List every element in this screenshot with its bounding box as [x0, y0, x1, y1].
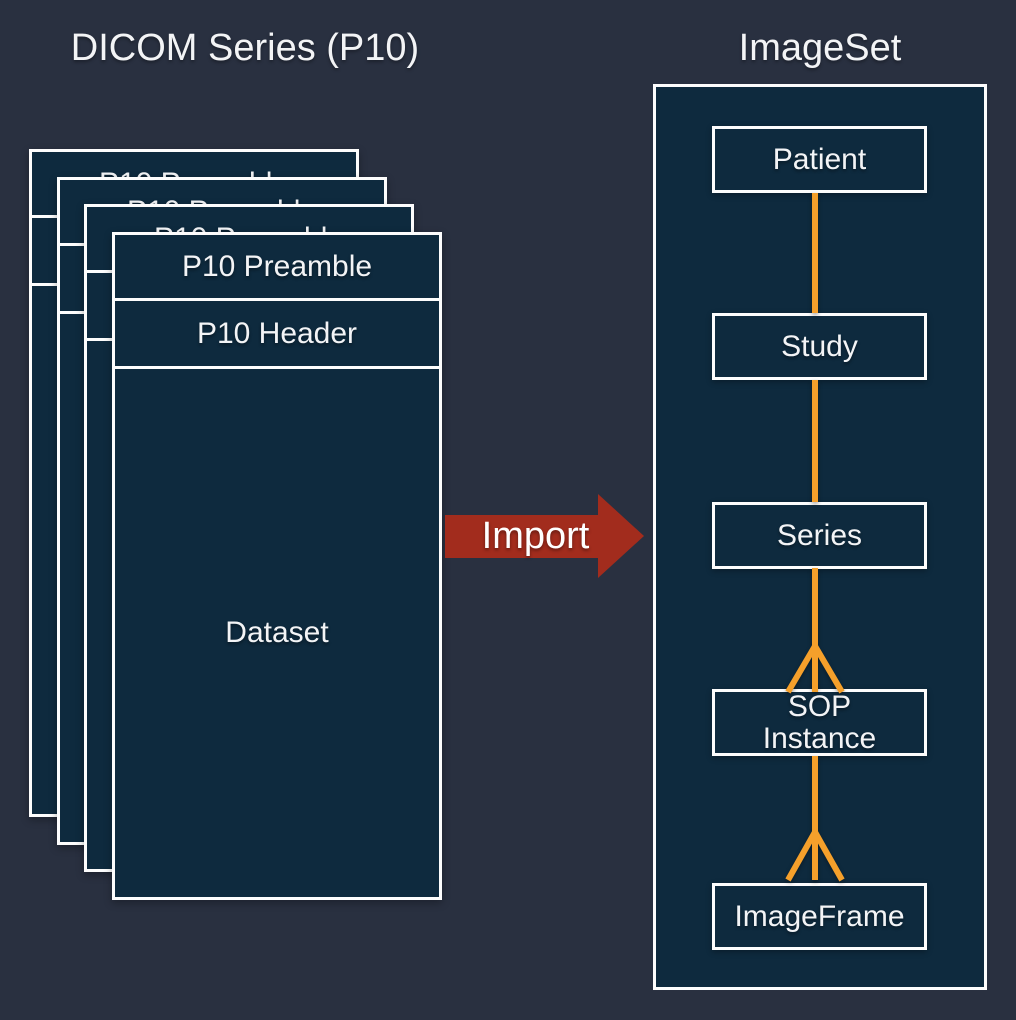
- import-arrowhead-icon: [598, 494, 644, 578]
- entity-label-series: Series: [776, 518, 863, 552]
- import-arrow-body: Import: [445, 515, 612, 558]
- entity-label-imageframe: ImageFrame: [734, 899, 905, 933]
- entity-label-study: Study: [781, 329, 858, 363]
- p10-header-section: P10 Header: [115, 301, 439, 369]
- imageset-container: Patient Study Series SOP Instance ImageF…: [653, 84, 987, 990]
- entity-box-study: Study: [712, 313, 927, 380]
- import-arrow: Import: [445, 494, 644, 578]
- left-title: DICOM Series (P10): [70, 27, 420, 69]
- dicom-file-card-front: P10 Preamble P10 Header Dataset: [112, 232, 442, 900]
- entity-box-patient: Patient: [712, 126, 927, 193]
- entity-box-sop-instance: SOP Instance: [712, 689, 927, 756]
- p10-header-label: P10 Header: [196, 316, 358, 350]
- dataset-label: Dataset: [225, 616, 329, 649]
- p10-preamble-section: P10 Preamble: [115, 235, 439, 301]
- p10-preamble-label: P10 Preamble: [181, 249, 373, 283]
- import-label: Import: [481, 515, 590, 557]
- dataset-section: Dataset: [115, 369, 439, 897]
- entity-label-patient: Patient: [772, 142, 867, 176]
- right-title: ImageSet: [738, 27, 902, 69]
- entity-box-imageframe: ImageFrame: [712, 883, 927, 950]
- entity-label-sop-instance: SOP Instance: [762, 689, 877, 755]
- entity-box-series: Series: [712, 502, 927, 569]
